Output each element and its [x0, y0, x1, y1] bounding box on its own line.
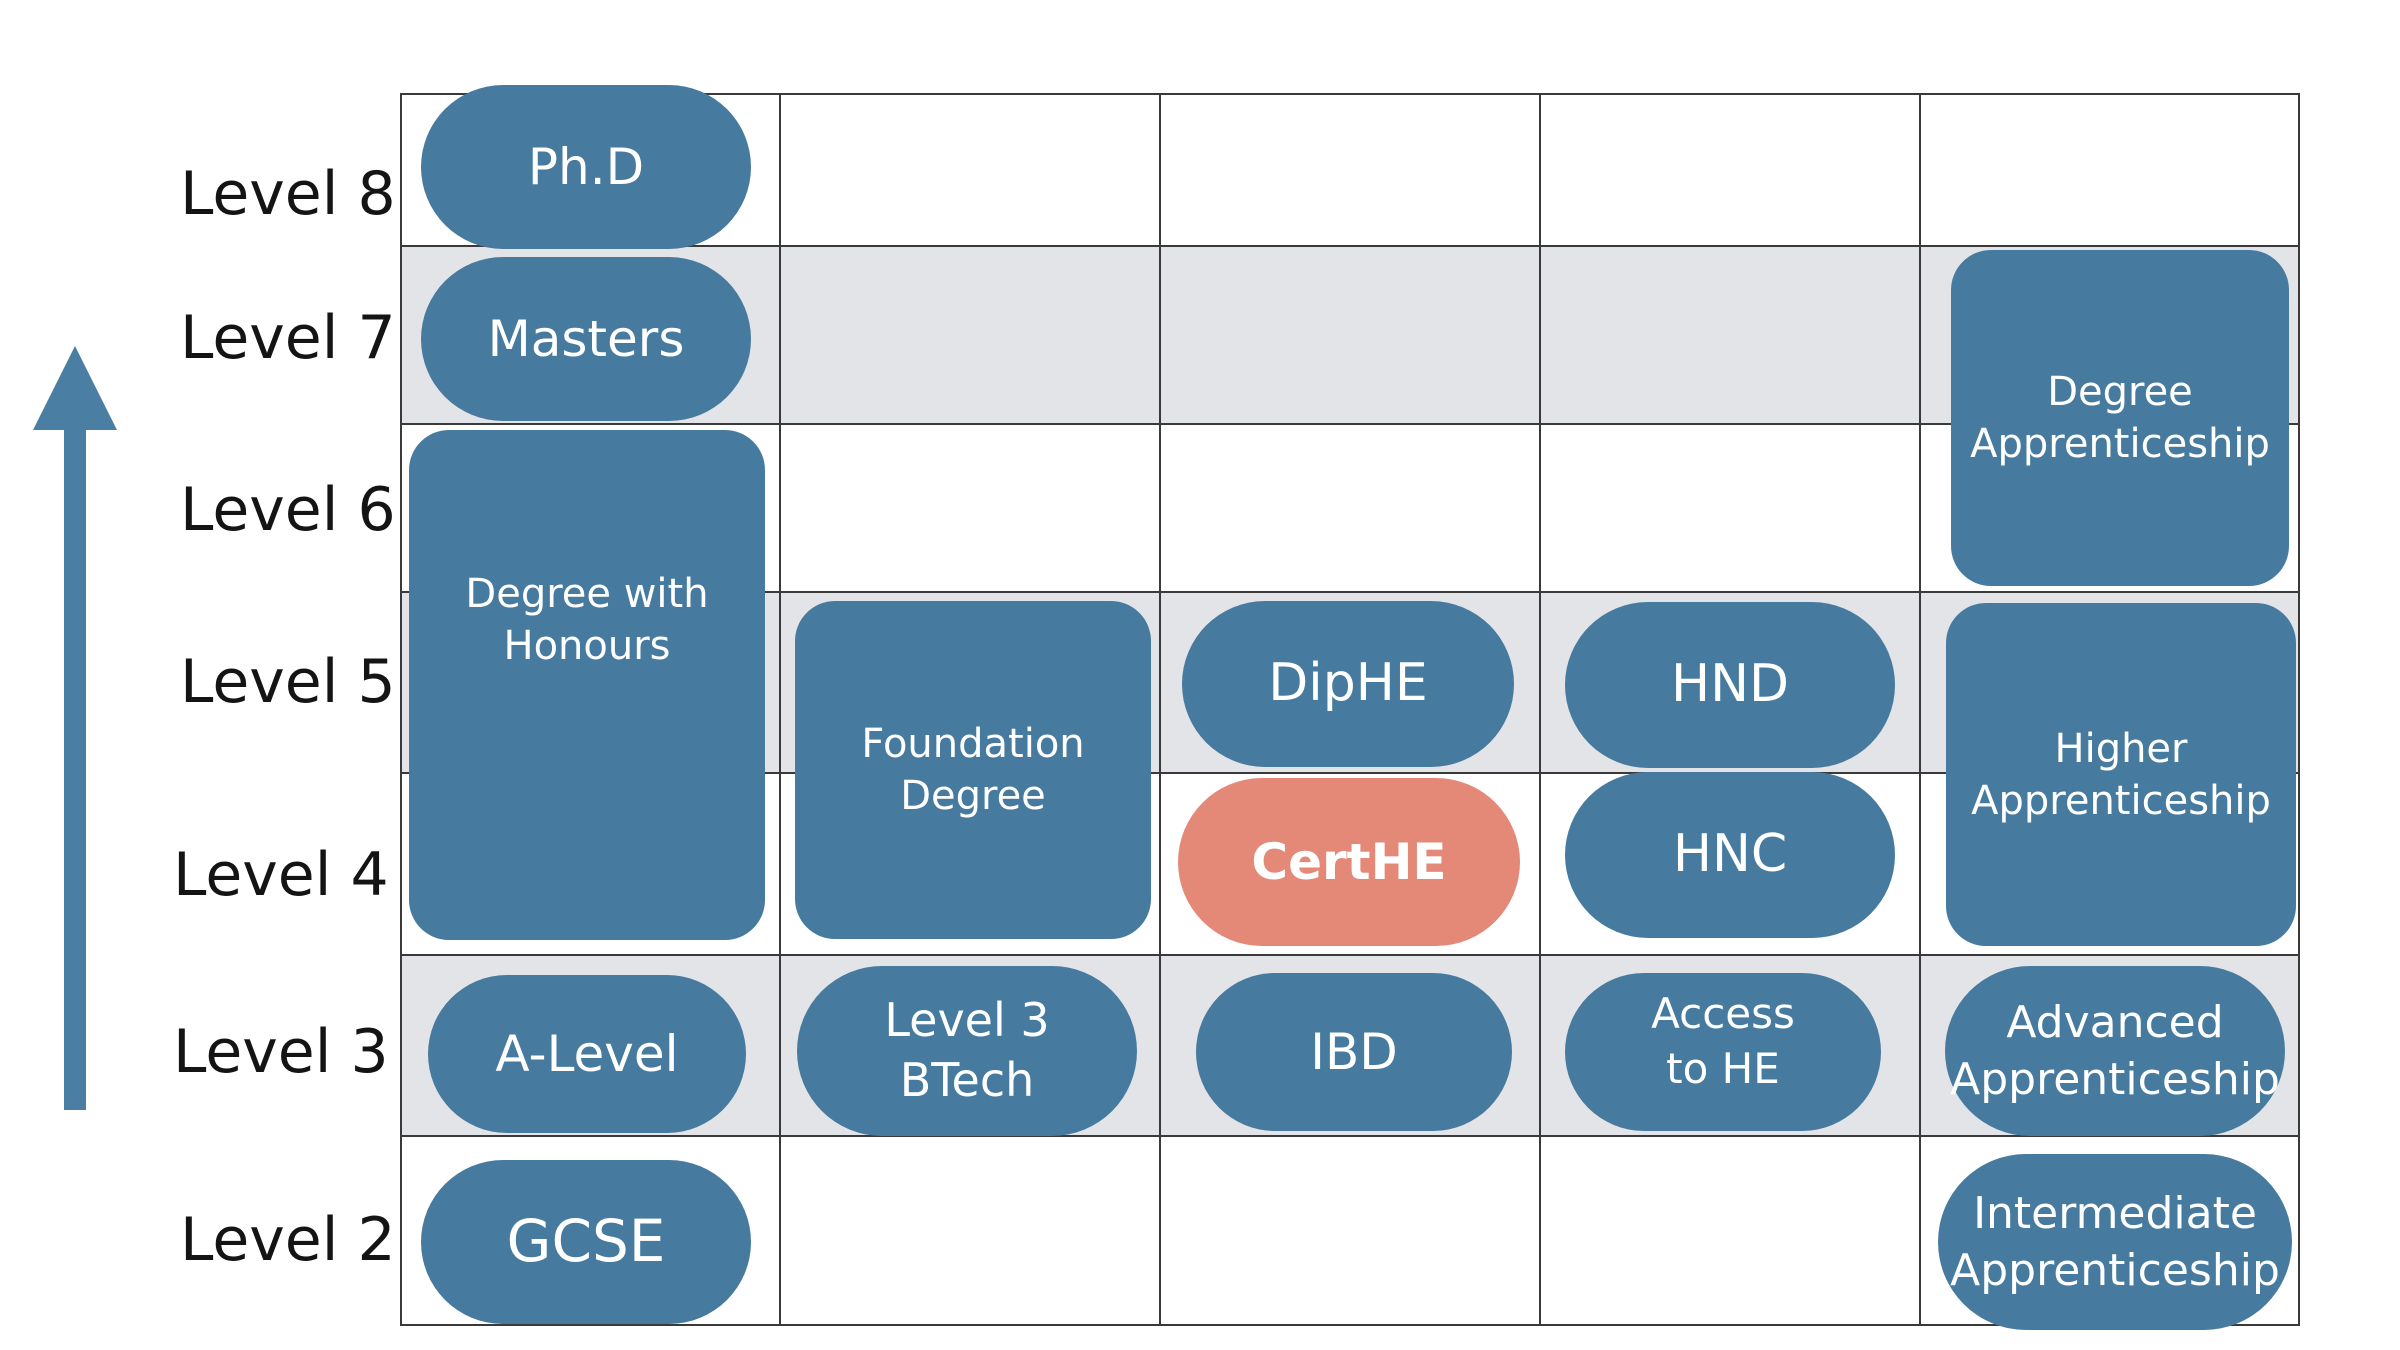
- qualification-advanced-apprenticeship: Advanced Apprenticeship: [1945, 966, 2285, 1136]
- level-label-4: Level 4: [173, 840, 389, 910]
- level-label-5: Level 5: [180, 647, 396, 717]
- level-label-6: Level 6: [180, 475, 396, 545]
- qualification-access-to-he-label: Access to HE: [1651, 989, 1795, 1093]
- qualification-certhe-label: CertHE: [1251, 832, 1447, 891]
- qualification-hnc: HNC: [1565, 772, 1895, 938]
- qualification-degree-apprenticeship-label: Degree Apprenticeship: [1970, 369, 2270, 467]
- qualification-a-level-label: A-Level: [495, 1024, 679, 1083]
- grid-col-line-2: [1159, 93, 1161, 1326]
- qualification-level3-btech: Level 3 BTech: [797, 966, 1137, 1136]
- level-label-3: Level 3: [173, 1017, 389, 1087]
- qualification-degree-with-honours-label: Degree with Honours: [465, 571, 709, 669]
- qualification-a-level: A-Level: [428, 975, 746, 1133]
- grid-col-line-4: [1919, 93, 1921, 1326]
- qualification-ibd: IBD: [1196, 973, 1512, 1131]
- arrow-head: [33, 346, 117, 430]
- qualification-diphe-label: DipHE: [1268, 653, 1428, 714]
- arrow-shaft: [64, 420, 86, 1110]
- grid-line-8-7: [400, 245, 2300, 247]
- qualification-hnd: HND: [1565, 602, 1895, 768]
- qualification-ibd-label: IBD: [1310, 1022, 1398, 1081]
- grid-line-6-5: [400, 591, 2300, 593]
- qualification-higher-apprenticeship: Higher Apprenticeship: [1946, 603, 2296, 946]
- qualification-intermediate-apprenticeship-label: Intermediate Apprenticeship: [1950, 1187, 2280, 1296]
- grid-line-7-6: [400, 423, 2300, 425]
- level-label-2: Level 2: [180, 1205, 396, 1275]
- grid-line-3-2: [400, 1135, 2300, 1137]
- grid-col-line-0: [400, 93, 402, 1326]
- qualification-degree-with-honours: Degree with Honours: [409, 430, 765, 940]
- qualification-foundation-degree-label: Foundation Degree: [861, 721, 1085, 819]
- qualification-degree-apprenticeship: Degree Apprenticeship: [1951, 250, 2289, 586]
- qualification-certhe: CertHE: [1178, 778, 1520, 946]
- qualification-higher-apprenticeship-label: Higher Apprenticeship: [1971, 725, 2271, 824]
- grid-col-line-5: [2298, 93, 2300, 1326]
- level-label-8: Level 8: [180, 159, 396, 229]
- qualification-access-to-he: Access to HE: [1565, 973, 1881, 1131]
- qualification-masters-label: Masters: [487, 309, 685, 368]
- qualification-hnc-label: HNC: [1672, 824, 1788, 885]
- grid-col-line-1: [779, 93, 781, 1326]
- qualification-masters: Masters: [421, 257, 751, 421]
- qualification-intermediate-apprenticeship: Intermediate Apprenticeship: [1938, 1154, 2292, 1330]
- level-label-7: Level 7: [180, 303, 396, 373]
- qualification-gcse-label: GCSE: [506, 1207, 666, 1276]
- qualification-gcse: GCSE: [421, 1160, 751, 1324]
- grid-line-top: [400, 93, 2300, 95]
- grid-line-bottom: [400, 1324, 2300, 1326]
- grid-line-4-3: [400, 954, 2300, 956]
- qualification-level3-btech-label: Level 3 BTech: [884, 993, 1050, 1107]
- grid-line-5-4: [400, 772, 2300, 774]
- qualification-phd: Ph.D: [421, 85, 751, 249]
- qualification-hnd-label: HND: [1670, 654, 1790, 715]
- qualification-diphe: DipHE: [1182, 601, 1514, 767]
- qualification-advanced-apprenticeship-label: Advanced Apprenticeship: [1950, 996, 2280, 1105]
- grid-col-line-3: [1539, 93, 1541, 1326]
- qualification-phd-label: Ph.D: [527, 137, 645, 196]
- qualification-foundation-degree: Foundation Degree: [795, 601, 1151, 939]
